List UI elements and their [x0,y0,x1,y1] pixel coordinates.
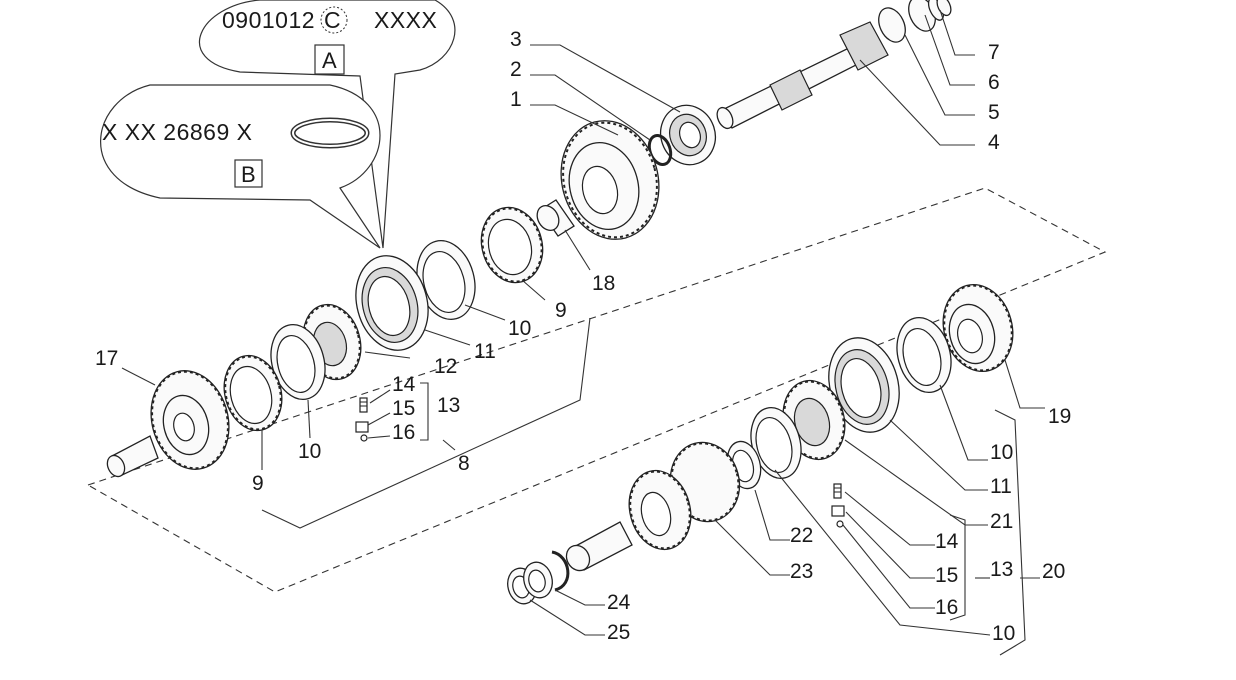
label-2: 2 [510,58,522,81]
assembly-group-frame [86,187,1107,593]
synchro-cone-10-lower-right [896,317,952,393]
label-19: 19 [1048,405,1071,428]
detent-block-15-lower [831,505,845,517]
callout-b-box [234,159,263,188]
gear-19 [942,283,1014,373]
ball-bearing [659,104,717,166]
callout-a: 0901012 C XXXX A [198,0,456,249]
label-9-lower: 9 [252,472,264,495]
label-18: 18 [592,272,615,295]
callout-a-suffix: XXXX [374,7,437,33]
label-12: 12 [434,355,457,378]
label-10-upper: 10 [508,317,531,340]
label-25: 25 [607,621,630,644]
spacer-sleeve [565,521,633,572]
needle-bushing-18 [536,199,575,237]
label-23: 23 [790,560,813,583]
label-17: 17 [95,347,118,370]
snap-ring-symbol-icon [320,6,348,34]
double-gear-23 [628,441,741,551]
label-22: 22 [790,524,813,547]
sliding-sleeve-11-lower [828,337,900,433]
label-15-upper: 15 [392,397,415,420]
detent-ball-16-lower [836,520,844,528]
callout-b-code: X XX 26869 X [102,119,253,145]
label-10-right: 10 [990,441,1013,464]
label-10-left: 10 [298,440,321,463]
label-21: 21 [990,510,1013,533]
label-10-bottom: 10 [992,622,1015,645]
label-8: 8 [458,452,470,475]
detent-spring-14-upper [359,397,368,413]
gear-1 [560,120,660,240]
callout-a-box-letter: A [322,48,337,73]
label-20: 20 [1042,560,1065,583]
label-16-upper: 16 [392,421,415,444]
thrust-washer-25 [507,561,553,605]
sliding-sleeve-11-upper [355,255,429,351]
synchro-ring-10-bottom [750,407,802,479]
label-16-lower: 16 [935,596,958,619]
snap-ring-icon [290,117,370,149]
snap-ring-24 [551,550,570,592]
callout-b-box-letter: B [241,162,256,187]
synchro-cone-10-lower-left [270,324,326,400]
label-7: 7 [988,41,1000,64]
callout-a-symbol: C [324,7,341,33]
label-1: 1 [510,88,522,111]
detent-block-15-upper [355,421,369,433]
label-14-upper: 14 [392,373,416,396]
label-11-lower: 11 [990,475,1012,498]
label-14-lower: 14 [935,530,959,553]
part-number-labels: 3 2 1 7 6 5 4 18 9 10 11 12 14 15 13 16 … [95,28,1071,645]
detent-spring-14-lower [833,483,842,499]
label-13-upper: 13 [437,394,460,417]
label-15-lower: 15 [935,564,958,587]
main-shaft [716,21,889,130]
synchro-cone-10-upper [416,240,476,320]
label-3: 3 [510,28,522,51]
label-13-lower: 13 [990,558,1013,581]
callout-a-box [314,44,345,75]
label-6: 6 [988,71,1000,94]
callout-a-code: 0901012 [222,7,315,33]
label-9-upper: 9 [555,299,567,322]
callout-b: X XX 26869 X B [100,84,381,249]
shaft-stub-17 [106,435,159,478]
detent-ball-16-upper [360,434,368,442]
label-5: 5 [988,101,1000,124]
label-11-upper: 11 [474,340,496,363]
synchro-ring-9-lower [223,354,283,432]
label-24: 24 [607,591,631,614]
gear-17 [150,370,230,470]
label-4: 4 [988,131,1000,154]
leader-lines [121,9,1045,656]
synchro-ring-9-upper [480,206,544,284]
